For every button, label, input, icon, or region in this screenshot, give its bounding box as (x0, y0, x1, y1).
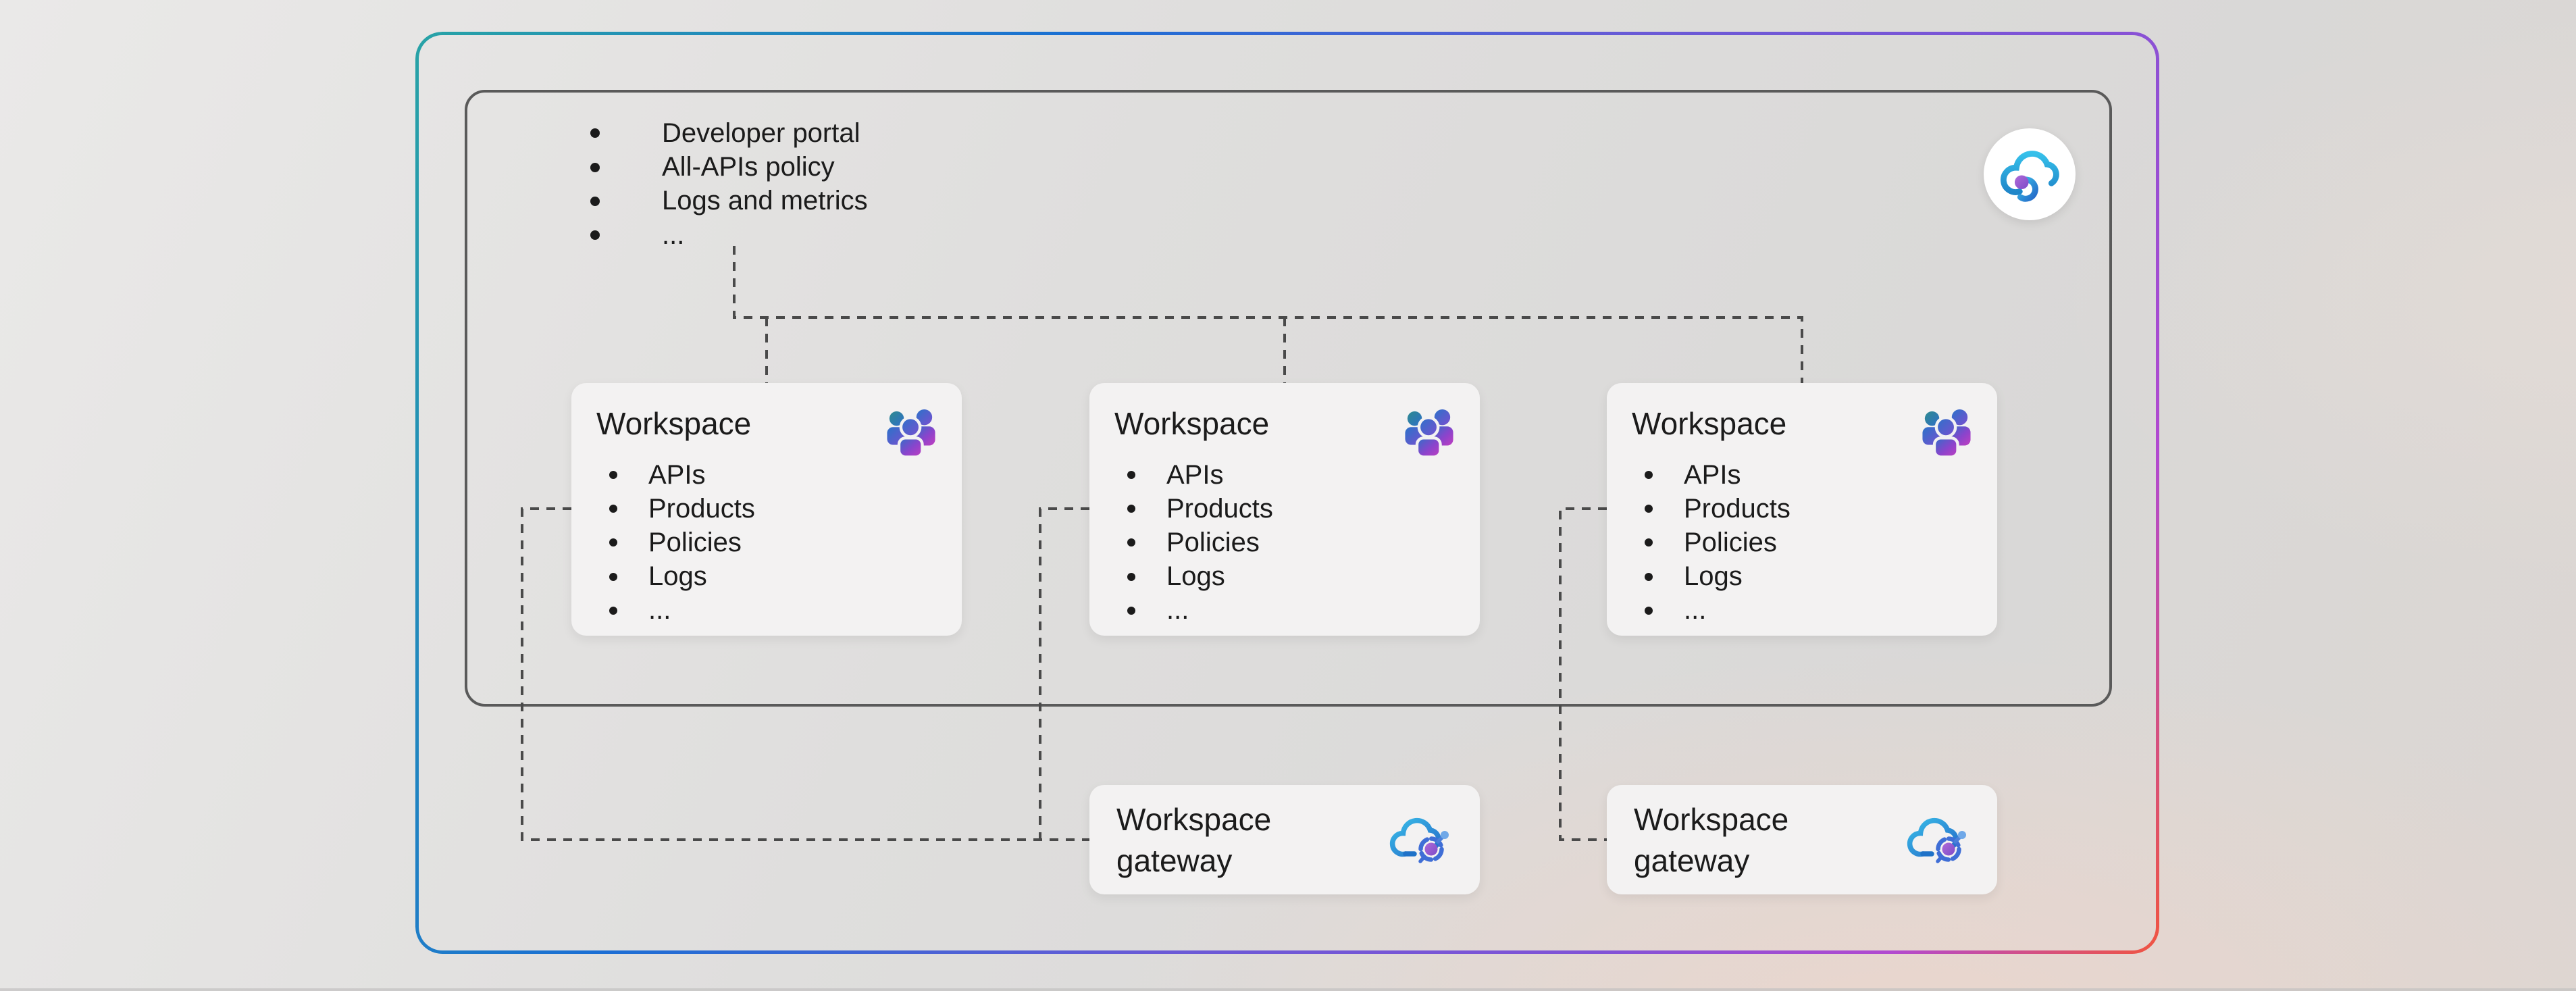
workspace-gateway-card-1: Workspace gateway (1089, 785, 1480, 894)
bullet-dot (590, 196, 600, 206)
bullet-dot (609, 471, 617, 480)
bullet-dot (1645, 505, 1653, 513)
gateway-title: Workspace gateway (1634, 802, 1789, 878)
bullet-dot (609, 538, 617, 547)
bullet-dot (1645, 471, 1653, 480)
bullet-dot (590, 230, 600, 240)
feature-label: Logs and metrics (662, 186, 868, 216)
bullet-dot (1127, 606, 1135, 615)
service-feature-list: Developer portal All-APIs policy Logs an… (590, 116, 868, 253)
api-management-badge (1984, 128, 2076, 220)
workspace-gateway-icon (1387, 806, 1454, 873)
workspace-item-label: Products (648, 493, 755, 524)
workspace-title: Workspace (596, 406, 752, 441)
workspace-item: Products (571, 492, 962, 526)
bullet-dot (1645, 572, 1653, 581)
workspace-item-label: APIs (1684, 459, 1741, 490)
workspace-item-label: Policies (648, 527, 742, 557)
workspace-item-label: APIs (1166, 459, 1224, 490)
workspace-item: Products (1607, 492, 1997, 526)
workspace-item: Policies (571, 526, 962, 559)
bullet-dot (609, 606, 617, 615)
bullet-dot (590, 162, 600, 172)
workspace-title: Workspace (1632, 406, 1787, 441)
workspace-item-label: Policies (1166, 527, 1260, 557)
workspace-item-label: ... (648, 595, 671, 626)
bullet-dot (1127, 505, 1135, 513)
workspace-card-3: Workspace APIs Products Policies Logs ..… (1607, 383, 1997, 636)
workspace-item-list: APIs Products Policies Logs ... (571, 458, 962, 628)
bullet-dot (1127, 538, 1135, 547)
workspace-item-label: ... (1684, 595, 1707, 626)
feature-item: All-APIs policy (590, 150, 868, 184)
bullet-dot (590, 128, 600, 138)
feature-item: Developer portal (590, 116, 868, 150)
feature-label: All-APIs policy (662, 152, 835, 182)
workspace-item-label: APIs (648, 459, 706, 490)
bullet-dot (1645, 538, 1653, 547)
workspace-item-label: Policies (1684, 527, 1777, 557)
people-icon (1922, 409, 1972, 459)
bullet-dot (1127, 471, 1135, 480)
feature-label: Developer portal (662, 118, 860, 148)
bullet-dot (609, 505, 617, 513)
feature-item: Logs and metrics (590, 184, 868, 218)
workspace-item-label: Products (1166, 493, 1273, 524)
people-icon (886, 409, 936, 459)
workspace-item: Logs (1607, 560, 1997, 594)
feature-item: ... (590, 218, 868, 252)
workspace-item-list: APIs Products Policies Logs ... (1607, 458, 1997, 628)
workspace-item-list: APIs Products Policies Logs ... (1089, 458, 1480, 628)
workspace-title: Workspace (1114, 406, 1270, 441)
bullet-dot (609, 572, 617, 581)
workspace-item: Policies (1089, 526, 1480, 559)
workspace-item-label: Logs (1684, 561, 1743, 592)
gateway-title: Workspace gateway (1116, 802, 1272, 878)
workspace-card-2: Workspace APIs Products Policies Logs ..… (1089, 383, 1480, 636)
people-icon (1404, 409, 1454, 459)
workspace-item: ... (571, 594, 962, 628)
api-management-frame (465, 90, 2112, 707)
workspace-gateway-card-2: Workspace gateway (1607, 785, 1997, 894)
workspace-card-1: Workspace APIs Products Policies Logs ..… (571, 383, 962, 636)
workspace-item-label: Logs (1166, 561, 1225, 592)
workspace-item: Logs (1089, 560, 1480, 594)
workspace-item: ... (1607, 594, 1997, 628)
workspace-item-label: Products (1684, 493, 1791, 524)
workspace-item: ... (1089, 594, 1480, 628)
workspace-item: APIs (1607, 458, 1997, 492)
workspace-item-label: ... (1166, 595, 1189, 626)
workspace-item: APIs (571, 458, 962, 492)
bullet-dot (1127, 572, 1135, 581)
workspace-item: APIs (1089, 458, 1480, 492)
workspace-item: Logs (571, 560, 962, 594)
api-management-icon (1997, 141, 2063, 207)
bullet-dot (1645, 606, 1653, 615)
workspace-item: Policies (1607, 526, 1997, 559)
workspace-item: Products (1089, 492, 1480, 526)
workspace-gateway-icon (1904, 806, 1972, 873)
feature-label: ... (662, 220, 685, 250)
workspace-item-label: Logs (648, 561, 707, 592)
